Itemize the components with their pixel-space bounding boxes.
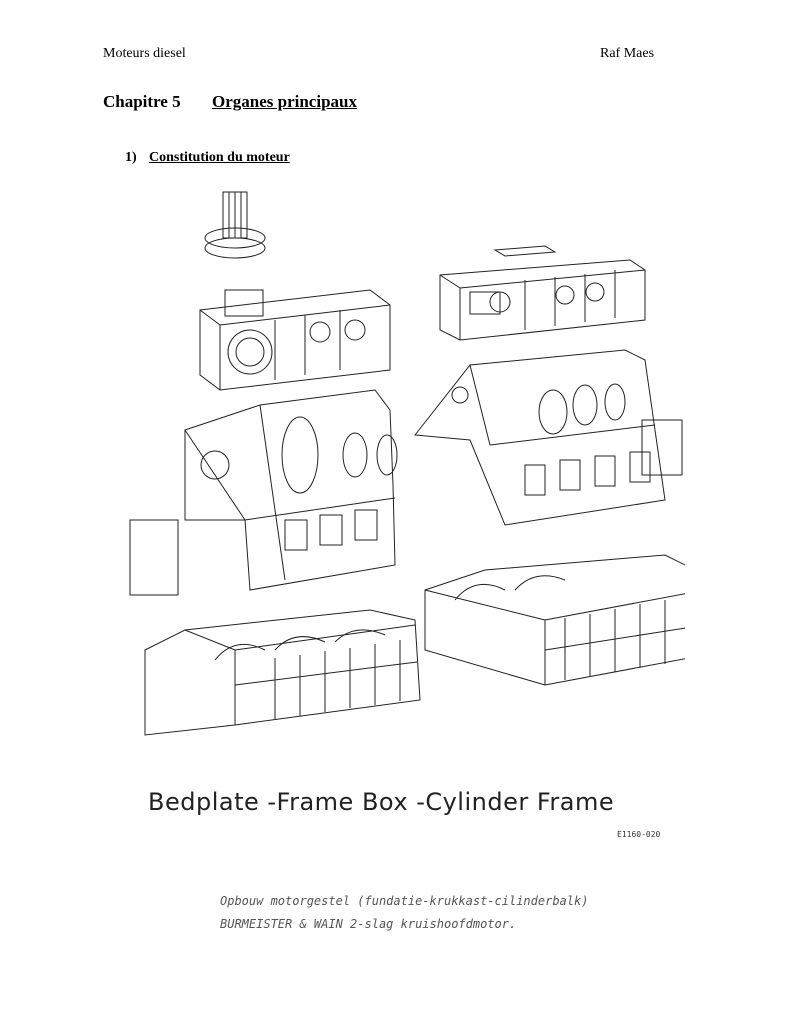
frame-box-left <box>129 389 398 596</box>
section-number: 1) <box>125 150 137 165</box>
figure-title: Bedplate -Frame Box -Cylinder Frame <box>148 788 615 816</box>
cylinder-frame-left <box>199 289 391 391</box>
figure-caption-line1: Opbouw motorgestel (fundatie-krukkast-ci… <box>220 894 589 908</box>
chapter-number: Chapitre 5 <box>103 92 181 111</box>
section-title: Constitution du moteur <box>149 150 290 165</box>
exhaust-valve-part <box>204 191 266 259</box>
header-left: Moteurs diesel <box>103 46 186 61</box>
bedplate-right <box>424 554 685 686</box>
bedplate-left <box>144 609 421 736</box>
header-right: Raf Maes <box>600 46 655 61</box>
cylinder-frame-right <box>439 245 646 341</box>
chapter-title: Organes principaux <box>212 92 357 111</box>
frame-box-right <box>414 349 683 526</box>
engine-frame-illustration <box>129 191 685 736</box>
figure-code: E1160-020 <box>617 830 661 839</box>
figure-caption-line2: BURMEISTER & WAIN 2-slag kruishoofdmotor… <box>220 917 517 931</box>
